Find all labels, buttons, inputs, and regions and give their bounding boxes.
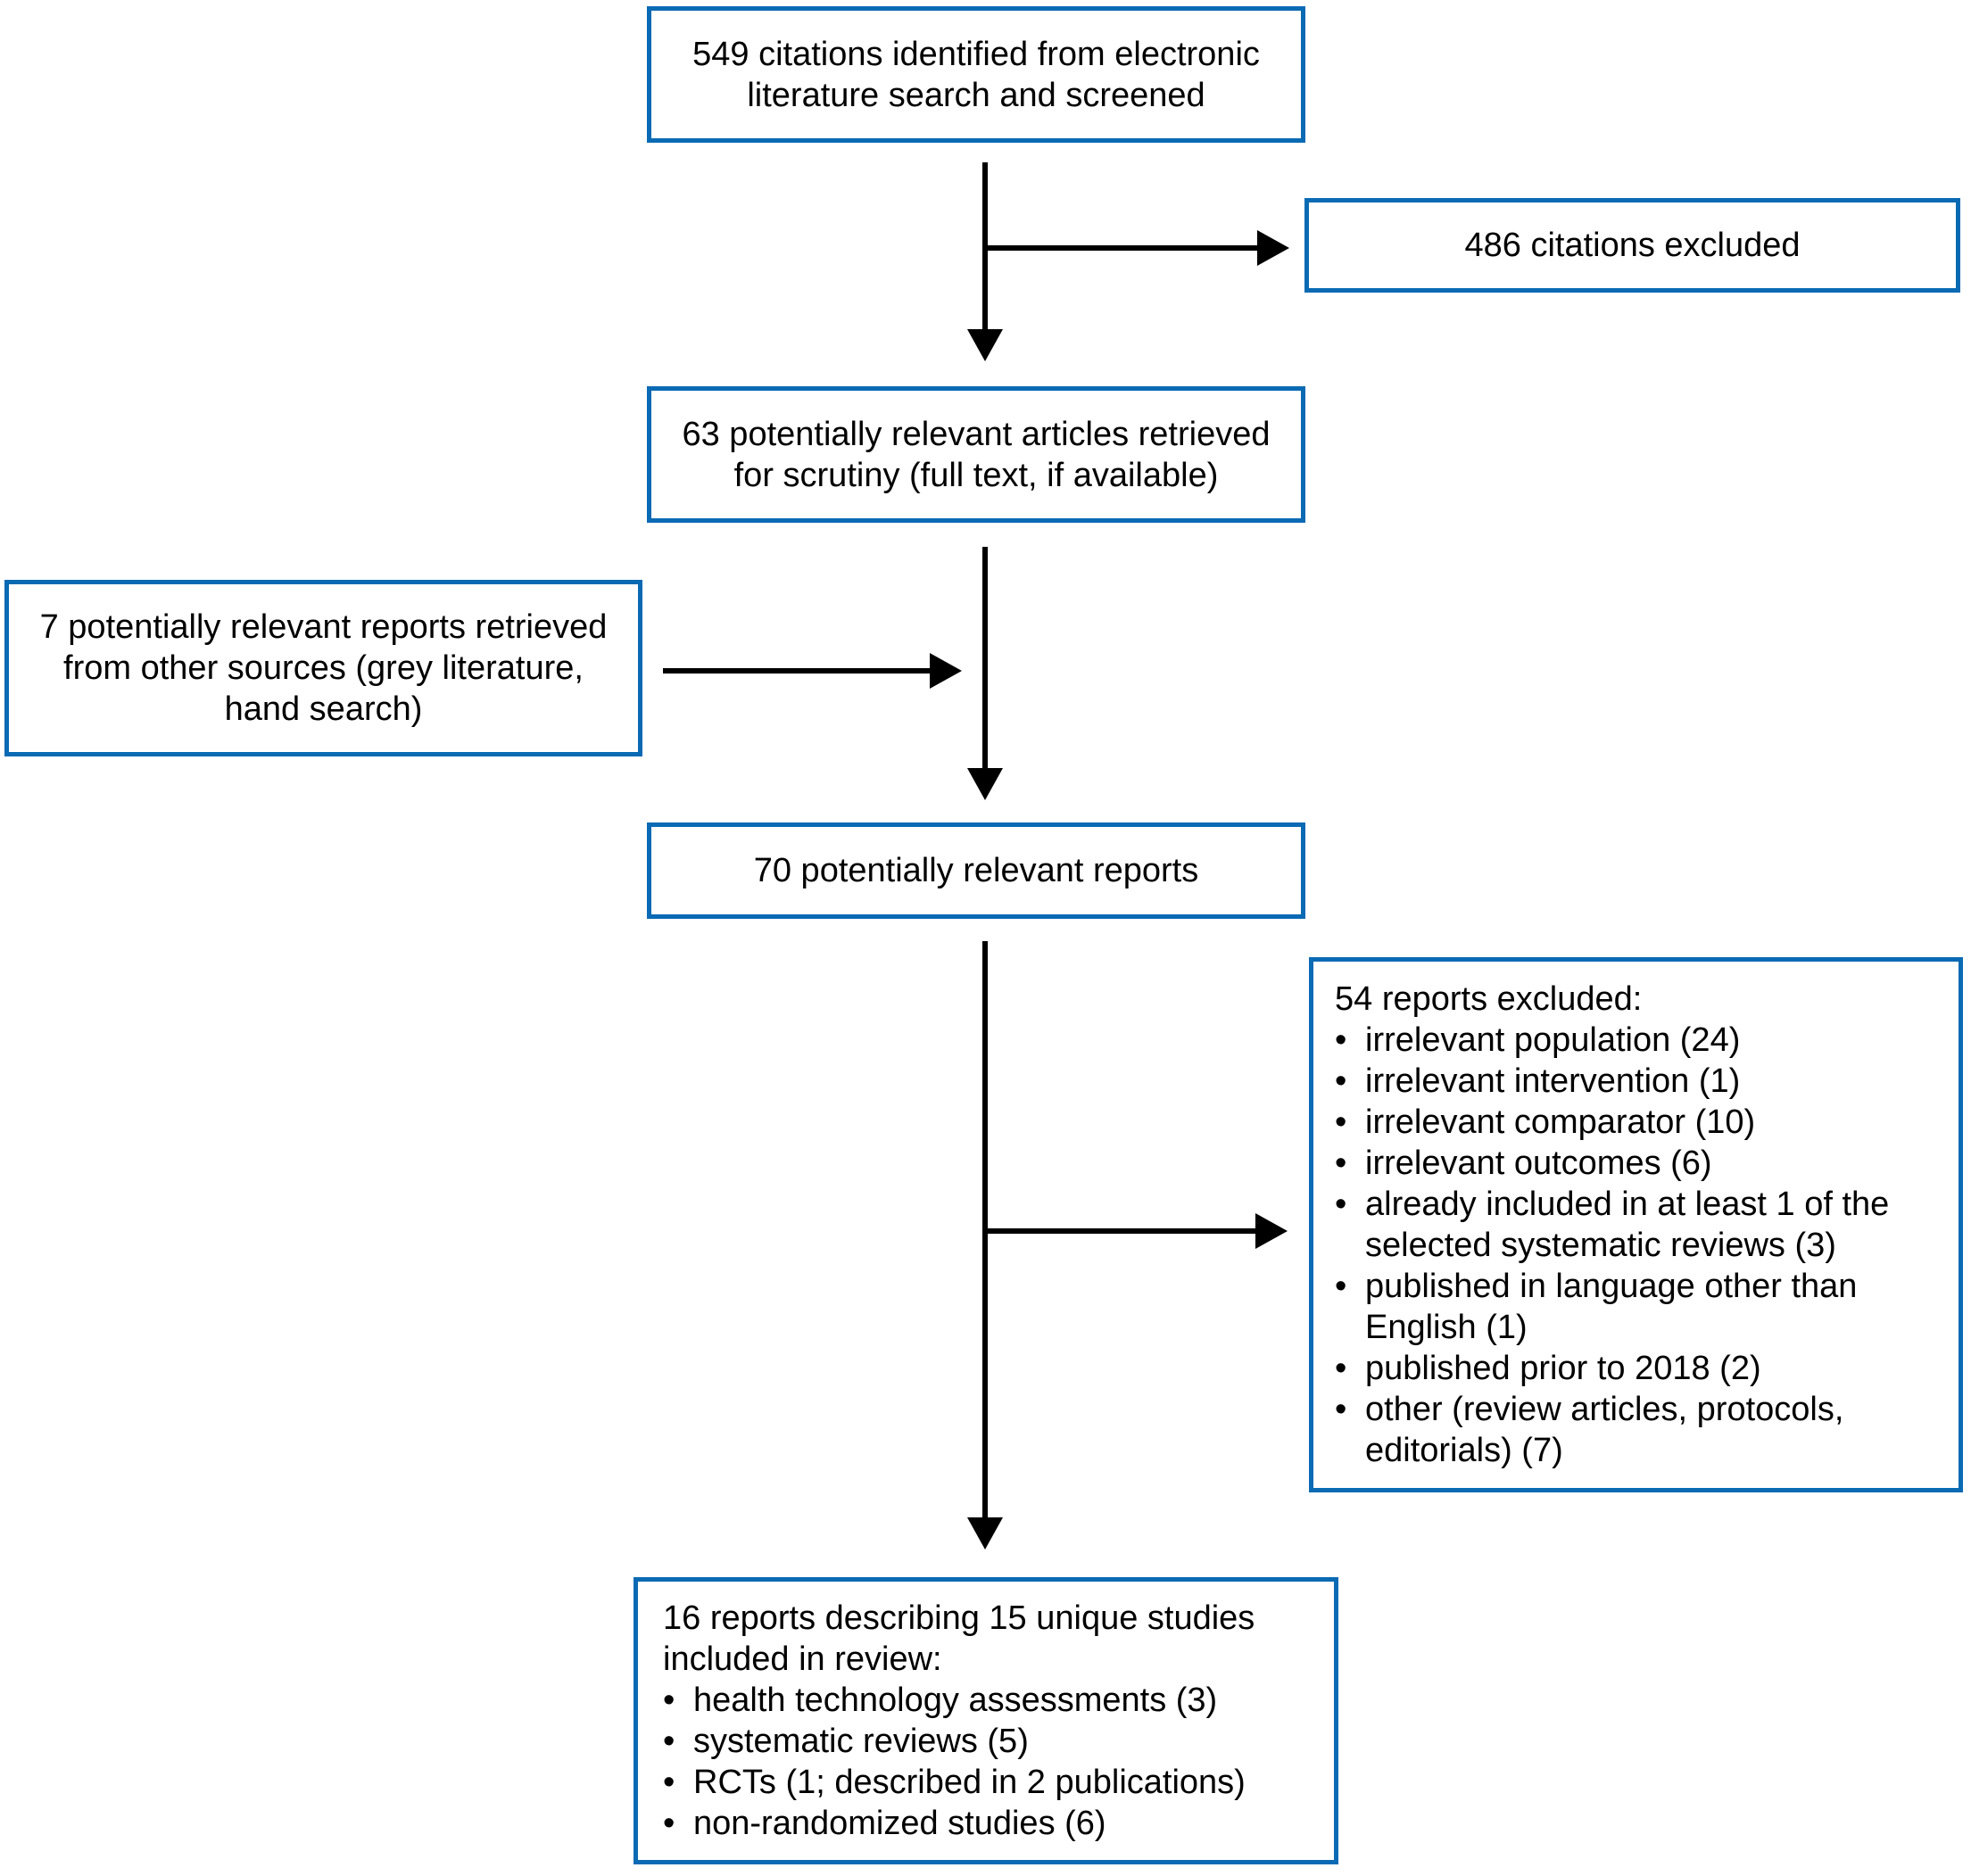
bullet-item: systematic reviews (5)	[663, 1721, 1316, 1762]
box-citations-excluded-text: 486 citations excluded	[1464, 227, 1801, 264]
bullet-item: published prior to 2018 (2)	[1335, 1348, 1937, 1389]
bullet-item: irrelevant outcomes (6)	[1335, 1143, 1937, 1184]
bullet-item: already included in at least 1 of the se…	[1335, 1184, 1937, 1266]
arrowhead-down	[967, 1517, 1003, 1550]
arrow-shaft	[982, 1228, 1255, 1234]
box-reports-included: 16 reports describing 15 unique studies …	[634, 1577, 1338, 1864]
box-citations-excluded: 486 citations excluded	[1304, 198, 1960, 293]
bullet-item: irrelevant intervention (1)	[1335, 1061, 1937, 1102]
box-articles-retrieved: 63 potentially relevant articles retriev…	[647, 386, 1305, 523]
box-potentially-relevant-reports: 70 potentially relevant reports	[647, 822, 1305, 919]
arrow-shaft	[663, 668, 930, 674]
box-reports-excluded-title: 54 reports excluded:	[1335, 980, 1643, 1018]
box-reports-included-title: 16 reports describing 15 unique studies …	[663, 1599, 1255, 1678]
bullet-item: irrelevant population (24)	[1335, 1020, 1937, 1061]
box-reports-excluded: 54 reports excluded: irrelevant populati…	[1309, 957, 1963, 1492]
bullet-item: irrelevant comparator (10)	[1335, 1102, 1937, 1143]
arrowhead-right	[1255, 1213, 1288, 1249]
arrow-shaft	[982, 245, 1257, 251]
arrowhead-right	[930, 653, 962, 689]
arrowhead-down	[967, 768, 1003, 800]
box-other-sources-text: 7 potentially relevant reports retrieved…	[39, 608, 608, 728]
box-potentially-relevant-reports-text: 70 potentially relevant reports	[753, 852, 1199, 889]
bullet-item: published in language other than English…	[1335, 1266, 1937, 1348]
box-citations-identified-text: 549 citations identified from electronic…	[692, 35, 1260, 114]
box-other-sources: 7 potentially relevant reports retrieved…	[4, 580, 642, 756]
bullet-item: non-randomized studies (6)	[663, 1803, 1316, 1844]
box-citations-identified: 549 citations identified from electronic…	[647, 6, 1305, 143]
box-articles-retrieved-text: 63 potentially relevant articles retriev…	[682, 415, 1271, 494]
bullet-item: other (review articles, protocols, edito…	[1335, 1389, 1937, 1471]
arrowhead-right	[1257, 230, 1289, 266]
arrowhead-down	[967, 329, 1003, 361]
bullet-item: RCTs (1; described in 2 publications)	[663, 1762, 1316, 1803]
bullet-item: health technology assessments (3)	[663, 1680, 1316, 1721]
arrow-shaft	[982, 547, 988, 768]
